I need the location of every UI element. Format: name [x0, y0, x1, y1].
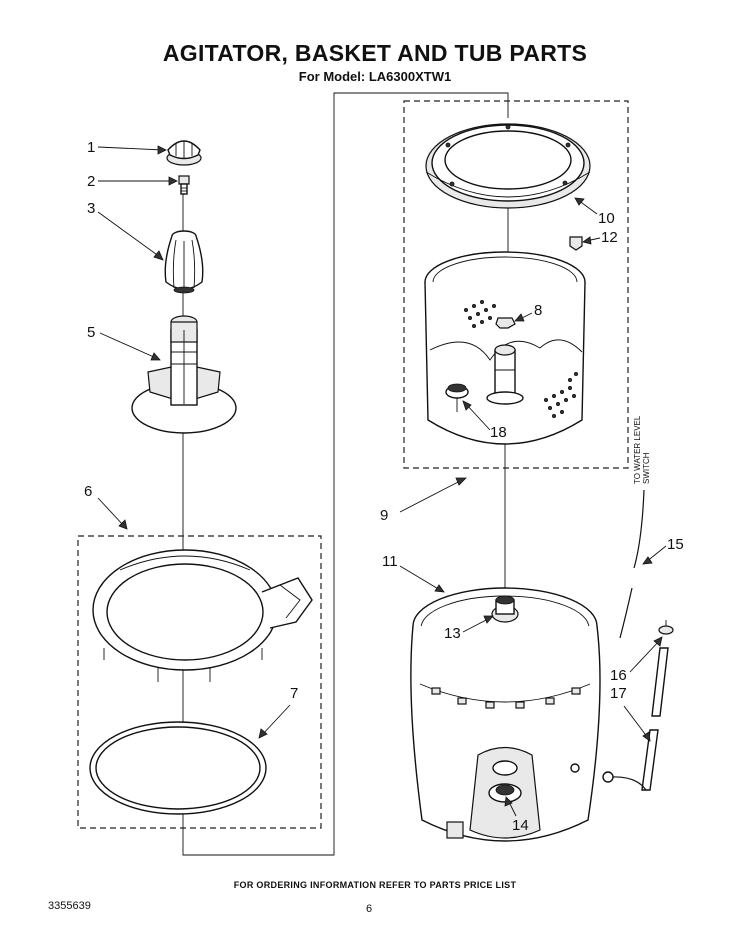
- callout-7: 7: [258, 685, 298, 739]
- svg-text:13: 13: [444, 625, 461, 642]
- svg-text:SWITCH: SWITCH: [642, 452, 651, 484]
- tub-seal-ring-part: [89, 721, 267, 815]
- balance-ring-part: [425, 123, 591, 209]
- model-subtitle: For Model: LA6300XTW1: [298, 69, 452, 84]
- callout-6: 6: [84, 483, 128, 530]
- spin-basket-part: [424, 251, 586, 445]
- svg-text:5: 5: [87, 324, 95, 341]
- callout-18: 18: [462, 400, 507, 441]
- tub-tabs: [431, 687, 581, 709]
- callout-14: 14: [504, 796, 529, 834]
- svg-text:9: 9: [380, 507, 388, 524]
- svg-text:11: 11: [382, 553, 398, 570]
- callout-3: 3: [87, 200, 164, 261]
- svg-text:12: 12: [601, 229, 618, 246]
- page-title: AGITATOR, BASKET AND TUB PARTS: [162, 40, 588, 66]
- svg-text:2: 2: [87, 173, 95, 190]
- agitator-base-part: [131, 315, 237, 434]
- callout-11: 11: [382, 553, 445, 593]
- svg-text:16: 16: [610, 667, 627, 684]
- callout-1: 1: [87, 139, 167, 156]
- callout-8: 8: [514, 302, 542, 322]
- water-level-switch-label: TO WATER LEVEL SWITCH: [633, 415, 651, 484]
- document-number: 3355639: [48, 900, 91, 912]
- tub-bearing-part: [491, 595, 519, 623]
- callout-17: 17: [610, 685, 651, 742]
- svg-text:7: 7: [290, 685, 298, 702]
- callout-15: 15: [642, 536, 684, 565]
- svg-text:6: 6: [84, 483, 92, 500]
- basket-perforations: [463, 299, 579, 418]
- svg-text:1: 1: [87, 139, 95, 156]
- agitator-barrel-part: [164, 230, 204, 294]
- svg-text:10: 10: [598, 210, 615, 227]
- tub-ring-assembly-box: [77, 535, 322, 829]
- agitator-cap-part: [166, 140, 202, 166]
- agitator-bolt-part: [178, 175, 190, 195]
- callout-16: 16: [610, 636, 663, 684]
- outer-tub-part: [410, 587, 601, 842]
- basket-assembly-box: [403, 100, 629, 469]
- svg-text:15: 15: [667, 536, 684, 553]
- svg-text:3: 3: [87, 200, 95, 217]
- svg-text:TO WATER LEVEL: TO WATER LEVEL: [633, 415, 642, 484]
- clip-part: [569, 236, 583, 251]
- drain-plug-part: [445, 383, 469, 412]
- svg-text:14: 14: [512, 817, 529, 834]
- callout-9: 9: [380, 477, 467, 524]
- ordering-note: FOR ORDERING INFORMATION REFER TO PARTS …: [233, 880, 517, 890]
- callout-10: 10: [574, 197, 615, 227]
- basket-nut-part: [495, 317, 516, 329]
- callout-13: 13: [444, 615, 494, 642]
- svg-text:8: 8: [534, 302, 542, 319]
- callout-5: 5: [87, 324, 161, 361]
- drain-hose-part: [602, 647, 669, 791]
- svg-text:17: 17: [610, 685, 627, 702]
- callout-2: 2: [87, 173, 178, 190]
- svg-text:18: 18: [490, 424, 507, 441]
- pressure-hose-part: [619, 489, 645, 639]
- page-number: 6: [366, 903, 373, 915]
- tub-ring-part: [92, 549, 313, 682]
- hose-clamp-part: [658, 620, 674, 635]
- callout-12: 12: [582, 229, 618, 246]
